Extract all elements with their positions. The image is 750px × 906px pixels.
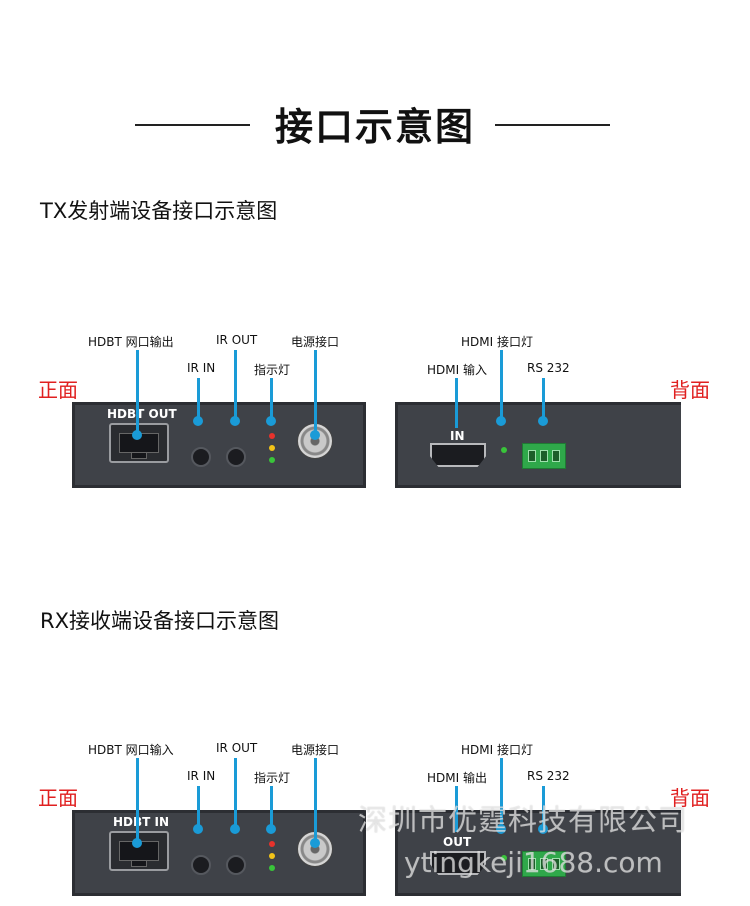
rx-ir-out-callout: IR OUT xyxy=(216,741,258,755)
tx-power-callout: 电源接口 xyxy=(291,335,340,349)
rx-back-panel: OUT xyxy=(395,810,681,896)
rx-ir-in-jack[interactable] xyxy=(191,855,211,875)
tx-hdmi-led-dot xyxy=(496,416,506,426)
tx-indicator-leader xyxy=(270,378,273,422)
tx-led-red xyxy=(269,433,275,439)
title-rule-right xyxy=(495,124,610,126)
tx-ir-out-jack[interactable] xyxy=(226,447,246,467)
tx-rs232-dot xyxy=(538,416,548,426)
title-rule-left xyxy=(135,124,250,126)
rx-front-panel: HDBT IN xyxy=(72,810,366,896)
rx-ir-out-dot xyxy=(230,824,240,834)
tx-ir-out-leader xyxy=(234,350,237,422)
rx-hdmi-port[interactable] xyxy=(430,851,486,875)
tx-ir-in-dot xyxy=(193,416,203,426)
rx-power-callout: 电源接口 xyxy=(291,743,340,757)
rx-power-leader xyxy=(314,758,317,844)
tx-section-title: TX发射端设备接口示意图 xyxy=(40,199,278,223)
rx-rs232-leader xyxy=(542,786,545,830)
tx-power-dot xyxy=(310,430,320,440)
tx-ir-out-dot xyxy=(230,416,240,426)
watermark-company: 深圳市优霆科技有限公司 xyxy=(358,803,689,837)
tx-ir-in-callout: IR IN xyxy=(187,361,216,375)
tx-power-jack[interactable] xyxy=(297,423,333,459)
rx-led-green xyxy=(269,865,275,871)
tx-hdbt-port-label: HDBT OUT xyxy=(107,407,177,421)
rx-ir-out-jack[interactable] xyxy=(226,855,246,875)
rx-hdmi-port-label: OUT xyxy=(443,835,472,849)
rx-led-red xyxy=(269,841,275,847)
rx-hdmi-led-dot xyxy=(496,824,506,834)
tx-hdmi-led xyxy=(501,447,507,453)
tx-led-green xyxy=(269,457,275,463)
rx-led-yellow xyxy=(269,853,275,859)
tx-back-panel: IN xyxy=(395,402,681,488)
rx-back-label: 背面 xyxy=(670,786,710,810)
tx-hdmi-port-label: IN xyxy=(450,429,465,443)
rx-hdmi-led-leader xyxy=(500,758,503,830)
rx-section-title: RX接收端设备接口示意图 xyxy=(40,609,279,633)
rx-rs232-callout: RS 232 xyxy=(527,769,570,783)
tx-front-panel: HDBT OUT xyxy=(72,402,366,488)
tx-hdmi-led-callout: HDMI 接口灯 xyxy=(461,335,533,349)
rx-ir-in-callout: IR IN xyxy=(187,769,216,783)
rx-hdmi-callout: HDMI 输出 xyxy=(427,771,487,785)
tx-led-yellow xyxy=(269,445,275,451)
tx-hdbt-port[interactable] xyxy=(109,423,169,463)
tx-hdmi-callout: HDMI 输入 xyxy=(427,363,487,377)
tx-ir-out-callout: IR OUT xyxy=(216,333,258,347)
rx-hdbt-leader xyxy=(136,758,139,844)
tx-front-label: 正面 xyxy=(38,378,78,402)
rx-indicator-leader xyxy=(270,786,273,830)
rx-indicator-callout: 指示灯 xyxy=(254,771,291,785)
rx-hdmi-led xyxy=(501,855,507,861)
rx-indicator-dot xyxy=(266,824,276,834)
tx-hdbt-leader xyxy=(136,350,139,436)
tx-indicator-callout: 指示灯 xyxy=(254,363,291,377)
page-title: 接口示意图 xyxy=(274,105,475,149)
rx-hdbt-dot xyxy=(132,838,142,848)
rx-power-dot xyxy=(310,838,320,848)
tx-hdmi-led-leader xyxy=(500,350,503,422)
tx-hdbt-dot xyxy=(132,430,142,440)
rx-hdmi-leader xyxy=(455,786,458,832)
tx-ir-in-leader xyxy=(197,378,200,422)
rx-hdbt-callout: HDBT 网口输入 xyxy=(88,743,174,757)
rx-hdbt-port-label: HDBT IN xyxy=(113,815,170,829)
rx-front-label: 正面 xyxy=(38,786,78,810)
tx-rs232-callout: RS 232 xyxy=(527,361,570,375)
tx-ir-in-jack[interactable] xyxy=(191,447,211,467)
rx-rs232-terminal[interactable] xyxy=(522,851,566,877)
tx-back-label: 背面 xyxy=(670,378,710,402)
rx-ir-in-dot xyxy=(193,824,203,834)
watermark-site: ytingkeji1688.com xyxy=(404,846,663,879)
rx-ir-out-leader xyxy=(234,758,237,830)
tx-rs232-terminal[interactable] xyxy=(522,443,566,469)
rx-rs232-dot xyxy=(538,824,548,834)
tx-hdbt-callout: HDBT 网口输出 xyxy=(88,335,174,349)
tx-hdmi-port[interactable] xyxy=(430,443,486,467)
tx-rs232-leader xyxy=(542,378,545,422)
rx-hdbt-port[interactable] xyxy=(109,831,169,871)
tx-power-leader xyxy=(314,350,317,436)
tx-indicator-dot xyxy=(266,416,276,426)
rx-ir-in-leader xyxy=(197,786,200,830)
rx-hdmi-led-callout: HDMI 接口灯 xyxy=(461,743,533,757)
tx-hdmi-leader xyxy=(455,378,458,428)
